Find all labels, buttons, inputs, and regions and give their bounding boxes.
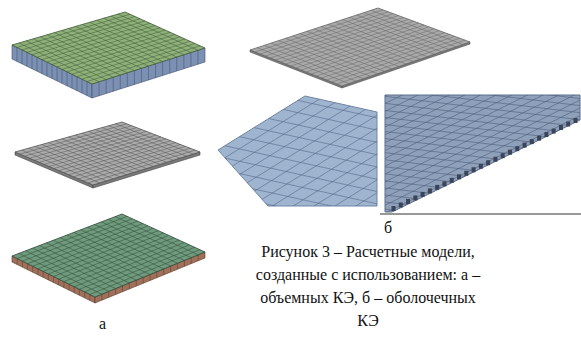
plate-mesh [12, 12, 205, 98]
top-grid [255, 10, 465, 84]
slab-hole [493, 157, 497, 162]
slab-hole [552, 129, 556, 134]
slab-hole [421, 192, 425, 197]
subfigure-letter: а [99, 312, 106, 335]
subfigure-letter: б [384, 216, 392, 239]
plate-top [250, 8, 470, 86]
plate-mesh [15, 122, 200, 188]
slab-hole [450, 178, 454, 183]
slab-hole [457, 174, 461, 179]
slab-hole [523, 143, 527, 148]
slab-hole [574, 118, 578, 123]
top-grid [20, 124, 195, 183]
top-grid [17, 216, 200, 294]
slab-holes [392, 118, 578, 211]
slab-hole [399, 202, 403, 207]
top-grid [17, 14, 200, 82]
grid-lines [49, 0, 581, 341]
slab-hole [501, 153, 505, 158]
plate-mesh [12, 214, 205, 303]
slab-hole [413, 195, 417, 200]
slab-hole [472, 167, 476, 172]
slab-hole [479, 164, 483, 169]
slab-hole [435, 185, 439, 190]
slab-hole [508, 150, 512, 155]
slab-hole [428, 188, 432, 193]
slab-hole [486, 160, 490, 165]
rule-line [380, 214, 581, 215]
plate-top [15, 122, 200, 185]
slab-hole [566, 122, 570, 127]
slab-hole [442, 181, 446, 186]
plate-top [12, 12, 205, 84]
plate-mesh [250, 8, 470, 88]
slab-hole [406, 199, 410, 204]
slab-hole [537, 136, 541, 141]
slab-hole [559, 125, 563, 130]
slab-hole [464, 171, 468, 176]
slab-hole [515, 146, 519, 151]
figure-caption: Рисунок 3 – Расчетные модели, созданные … [250, 240, 486, 332]
plate-top [12, 214, 205, 297]
slab-hole [544, 132, 548, 137]
slab-hole [392, 206, 396, 211]
slab-hole [530, 139, 534, 144]
